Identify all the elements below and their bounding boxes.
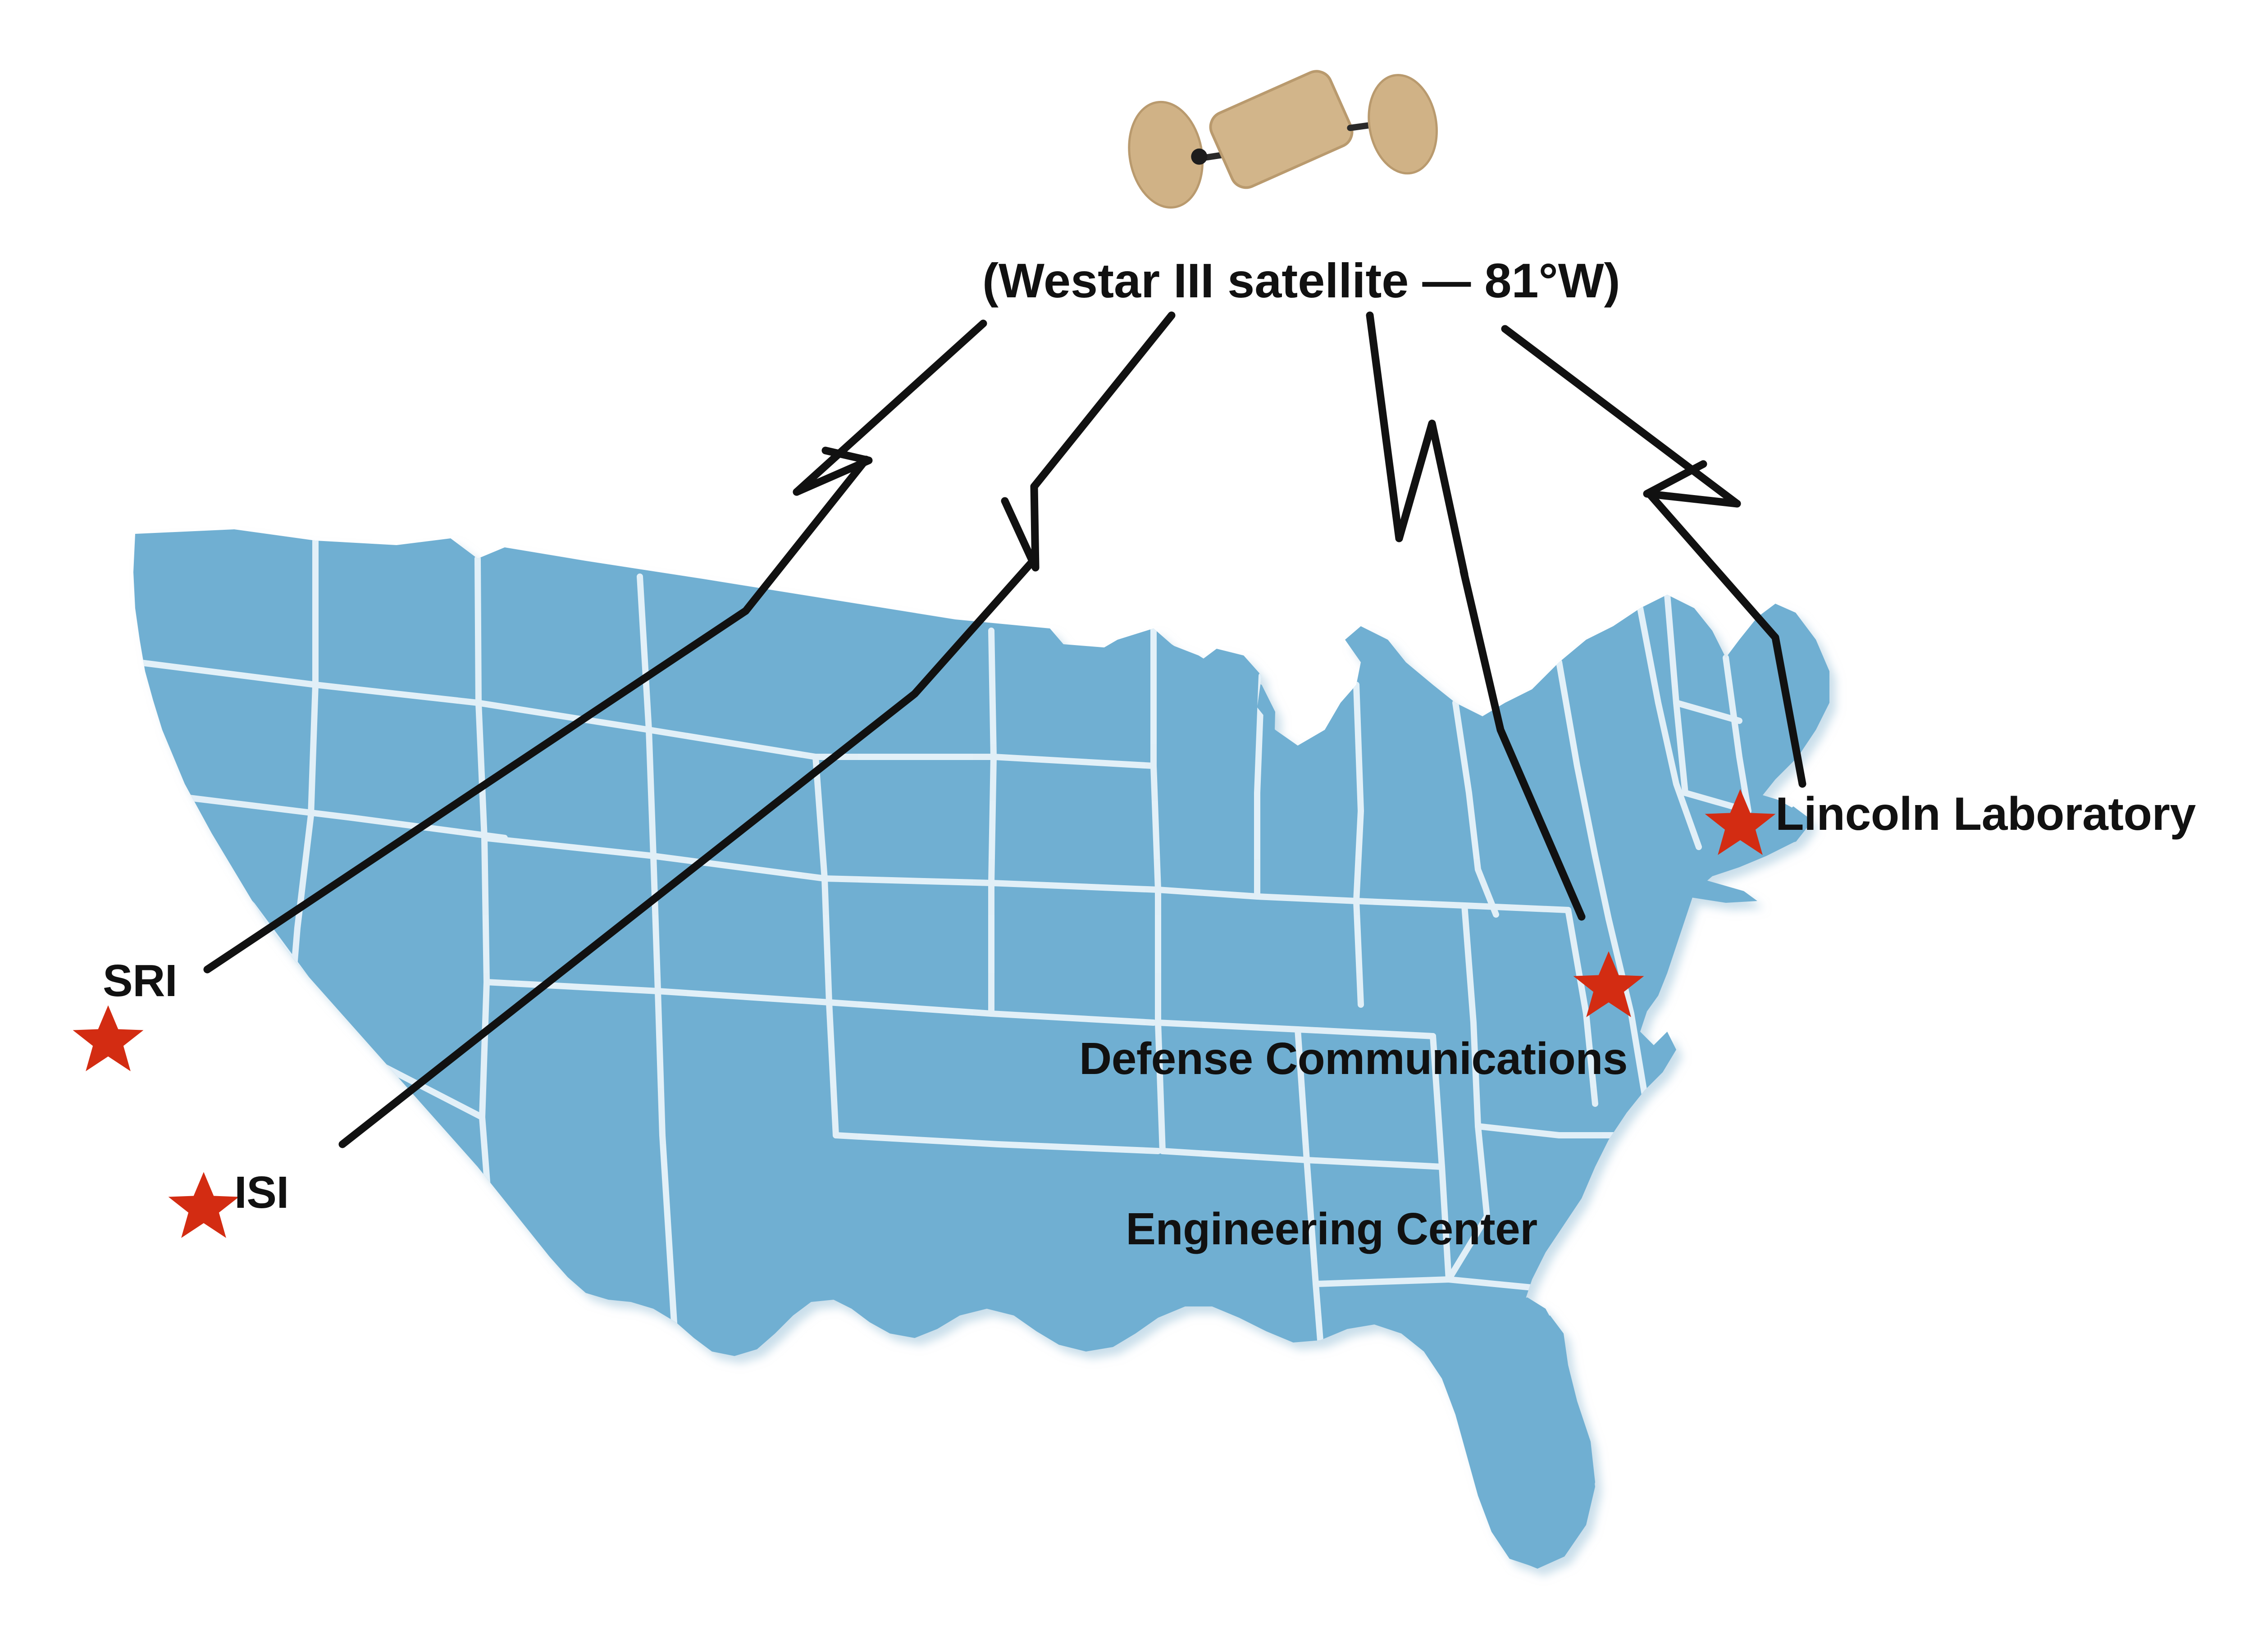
- site-label-dcec-line2: Engineering Center: [1126, 1204, 1537, 1254]
- link-lincoln-tail: [1646, 491, 1806, 788]
- star-marker-lincoln[interactable]: [1705, 789, 1776, 855]
- us-landmass: [133, 529, 1829, 1569]
- state-borders: [134, 537, 1751, 1355]
- site-label-dcec-line1: Defense Communications: [1079, 1033, 1628, 1084]
- satellite-label: (Westar III satellite — 81°W): [982, 253, 1620, 308]
- star-marker-sri[interactable]: [73, 1005, 144, 1071]
- link-dcec-line: [1366, 311, 1403, 542]
- site-label-dcec: Defense Communications Engineering Cente…: [1079, 917, 1628, 1371]
- site-label-lincoln: Lincoln Laboratory: [1775, 788, 2196, 840]
- star-marker-dcec[interactable]: [1573, 951, 1644, 1017]
- link-lincoln-line: [1501, 325, 1741, 508]
- link-sri-tail: [203, 455, 870, 974]
- site-label-isi: ISI: [234, 1167, 289, 1218]
- link-isi-tail: [338, 559, 1035, 1148]
- link-sri-line: [793, 319, 987, 496]
- link-dcec-arrowhead: [1395, 419, 1469, 578]
- link-isi-line: [1030, 311, 1176, 491]
- star-marker-isi[interactable]: [168, 1172, 239, 1238]
- link-dcec-tail: [1459, 567, 1586, 921]
- site-label-sri: SRI: [103, 956, 178, 1006]
- link-isi-arrowhead: [1001, 482, 1040, 572]
